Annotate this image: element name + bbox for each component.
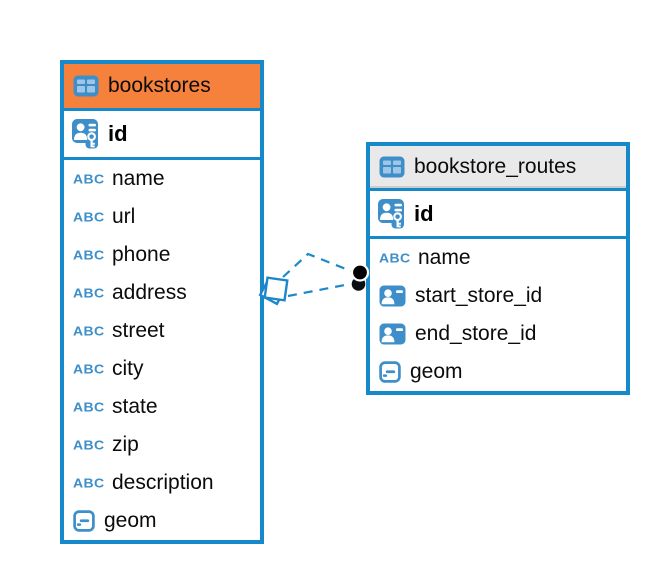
relationship-line[interactable] xyxy=(287,282,351,298)
table-bookstores-header[interactable]: bookstores xyxy=(64,64,260,111)
text-type-icon: ABC xyxy=(73,475,105,491)
table-title: bookstores xyxy=(108,74,211,97)
table-row[interactable]: geom xyxy=(370,353,626,391)
relationship-dot-endpoint[interactable] xyxy=(350,263,370,291)
column-name: start_store_id xyxy=(415,284,543,307)
table-row[interactable]: ABC url xyxy=(64,198,260,236)
text-type-icon: ABC xyxy=(73,285,105,301)
column-name: phone xyxy=(112,243,171,266)
relationship-diamond-endpoint[interactable] xyxy=(258,276,289,306)
table-row[interactable]: start_store_id xyxy=(370,277,626,315)
table-row[interactable]: ABC street xyxy=(64,312,260,350)
table-row[interactable]: ABC description xyxy=(64,464,260,502)
table-row[interactable]: ABC zip xyxy=(64,426,260,464)
column-name: end_store_id xyxy=(415,322,537,345)
column-name: address xyxy=(112,281,187,304)
column-name: name xyxy=(418,246,471,269)
text-type-icon: ABC xyxy=(73,361,105,377)
column-name: name xyxy=(112,167,165,190)
column-name: description xyxy=(112,471,214,494)
text-type-icon: ABC xyxy=(73,323,105,339)
primary-key-row[interactable]: id xyxy=(370,191,626,239)
text-type-icon: ABC xyxy=(73,247,105,263)
column-name: street xyxy=(112,319,165,342)
column-name: geom xyxy=(104,509,157,532)
table-row[interactable]: ABC state xyxy=(64,388,260,426)
column-name: zip xyxy=(112,433,139,456)
column-name: id xyxy=(414,200,434,226)
text-type-icon: ABC xyxy=(73,437,105,453)
text-type-icon: ABC xyxy=(73,399,105,415)
table-bookstore-routes[interactable]: bookstore_routes id ABC name start_store_i… xyxy=(366,142,630,395)
table-row[interactable]: end_store_id xyxy=(370,315,626,353)
text-type-icon: ABC xyxy=(73,209,105,225)
column-name: id xyxy=(108,121,128,146)
table-row[interactable]: ABC name xyxy=(64,160,260,198)
column-name: state xyxy=(112,395,158,418)
table-row[interactable]: ABC address xyxy=(64,274,260,312)
table-bookstore-routes-header[interactable]: bookstore_routes xyxy=(370,146,626,191)
table-row[interactable]: ABC phone xyxy=(64,236,260,274)
text-type-icon: ABC xyxy=(73,171,105,187)
column-name: city xyxy=(112,357,144,380)
table-row[interactable]: ABC city xyxy=(64,350,260,388)
table-row[interactable]: geom xyxy=(64,502,260,540)
column-name: url xyxy=(112,205,136,228)
primary-key-row[interactable]: id xyxy=(64,111,260,160)
table-title: bookstore_routes xyxy=(414,155,577,178)
column-name: geom xyxy=(410,360,463,383)
table-row[interactable]: ABC name xyxy=(370,239,626,277)
relationship-line[interactable] xyxy=(282,252,352,278)
text-type-icon: ABC xyxy=(379,250,411,266)
